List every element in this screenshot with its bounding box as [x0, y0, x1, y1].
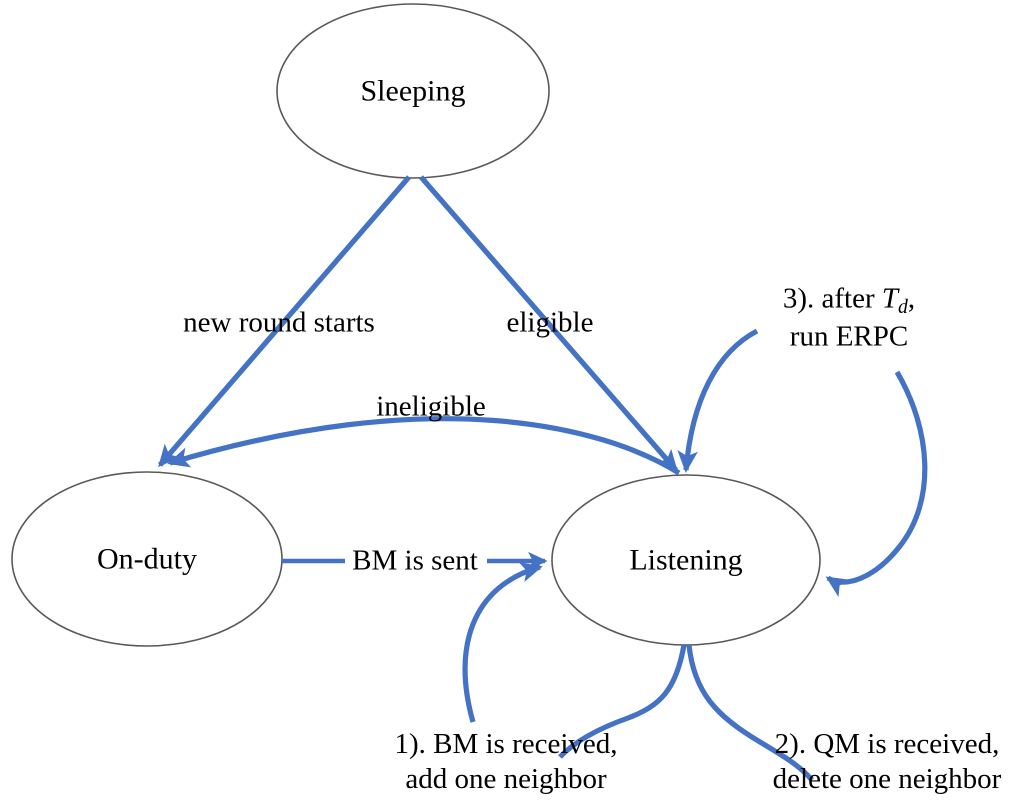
edge-label-erpc-subscript: d: [898, 296, 908, 319]
edge-qm-received-self-in[interactable]: [686, 644, 814, 782]
edge-erpc-self-out[interactable]: [825, 370, 928, 598]
edge-label-erpc-line1: 3). after Td,: [783, 282, 915, 320]
edge-eligible[interactable]: [419, 175, 678, 473]
edge-label-erpc-suffix: ,: [907, 282, 916, 315]
edge-label-erpc-prefix: 3). after: [782, 282, 882, 315]
edge-label-new-round-starts: new round starts: [183, 306, 375, 339]
edge-label-eligible: eligible: [506, 306, 594, 339]
edge-new-round-starts[interactable]: [158, 175, 411, 468]
edge-qm-received-self-out[interactable]: [558, 644, 687, 759]
edge-label-erpc-self: 3). after Td, run ERPC: [783, 282, 915, 355]
edge-ineligible[interactable]: [167, 416, 681, 476]
edge-label-bm-received-line1: 1). BM is received,: [394, 728, 618, 761]
edge-label-ineligible: ineligible: [376, 390, 486, 423]
edge-label-erpc-variable: T: [881, 282, 899, 315]
edge-bm-received-self[interactable]: [462, 562, 543, 723]
edge-label-qm-received-line1: 2). QM is received,: [774, 728, 1000, 761]
state-node-sleeping[interactable]: [276, 3, 550, 179]
edge-label-bm-received-self: 1). BM is received, add one neighbor: [394, 727, 617, 797]
edge-label-qm-received-self: 2). QM is received, delete one neighbor: [773, 727, 1002, 797]
edge-label-bm-is-sent: BM is sent: [346, 544, 484, 578]
edge-label-erpc-line2: run ERPC: [789, 320, 909, 353]
state-node-on-duty[interactable]: [11, 471, 283, 647]
edge-erpc-self-in[interactable]: [677, 328, 759, 473]
state-node-listening[interactable]: [551, 474, 821, 646]
edge-label-qm-received-line2: delete one neighbor: [772, 763, 1002, 795]
edge-label-bm-received-line2: add one neighbor: [405, 763, 607, 795]
